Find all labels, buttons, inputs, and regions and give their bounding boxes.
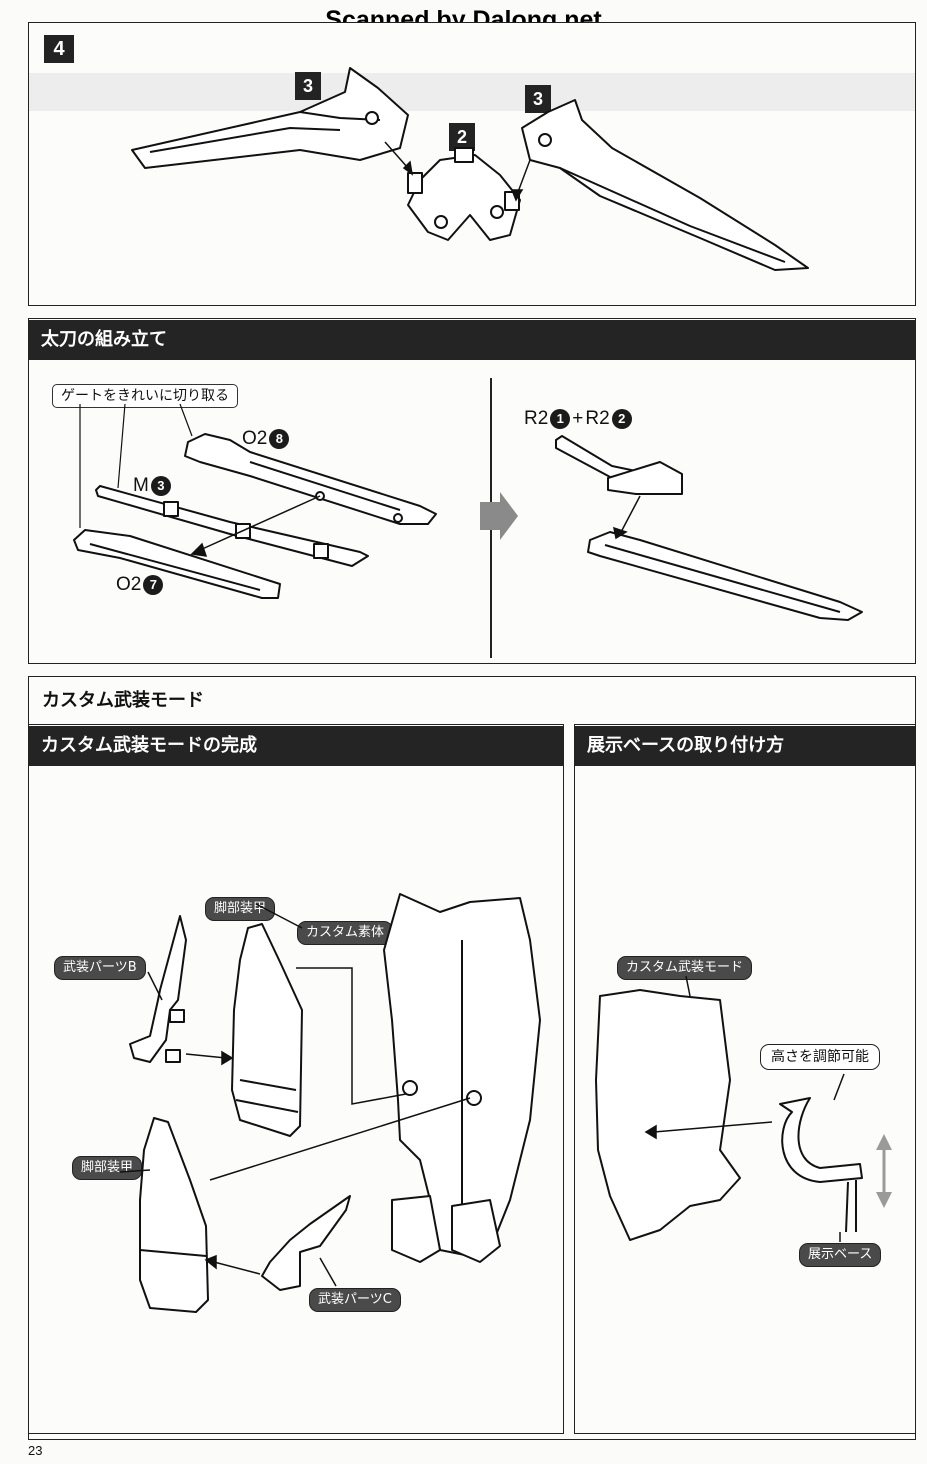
label-leg-armor-bottom: 脚部装甲	[72, 1156, 143, 1180]
part-badge-left: 3	[295, 72, 321, 100]
part-r2-num2: 2	[611, 408, 632, 429]
custom-section-title: カスタム武装モード	[42, 690, 204, 711]
flow-arrow	[480, 492, 518, 540]
height-arrow	[876, 1134, 892, 1208]
display-base-heading: 展示ベースの取り付け方	[575, 726, 915, 766]
part-o2-7-num: 7	[143, 574, 164, 595]
leg-armor-top-shape	[231, 923, 303, 1137]
label-custom-body: カスタム素体	[297, 921, 394, 945]
part-r2-plus: +	[572, 408, 584, 429]
label-leg-armor-top: 脚部装甲	[205, 897, 276, 921]
tachi-illustration	[73, 403, 863, 621]
part-badge-center: 2	[449, 123, 475, 151]
weapon-b-shape	[129, 915, 187, 1063]
leg-armor-bottom-shape	[139, 1117, 209, 1313]
part-r2-num1: 1	[550, 408, 571, 429]
weapon-c-shape	[261, 1195, 351, 1291]
part-r2-code2: R2	[585, 408, 610, 429]
part-o2-8-code: O2	[242, 428, 268, 449]
figure-shape	[595, 989, 741, 1241]
label-mode: カスタム武装モード	[617, 956, 753, 980]
step4-illustration	[131, 67, 809, 271]
label-base: 展示ベース	[799, 1243, 882, 1267]
part-r2-code1: R2	[524, 408, 549, 429]
part-badge-right: 3	[525, 85, 551, 113]
page-number: 23	[28, 1443, 43, 1458]
label-weapon-b: 武装パーツB	[54, 956, 146, 980]
ghost-band	[29, 73, 915, 111]
label-weapon-c: 武装パーツC	[309, 1288, 401, 1312]
base-arm-shape	[779, 1097, 863, 1183]
right-blade	[521, 99, 809, 271]
guard-shape	[607, 461, 683, 495]
label-height: 高さを調節可能	[760, 1044, 880, 1070]
part-m3-num: 3	[150, 475, 171, 496]
part-m3-code: M	[133, 475, 149, 496]
part-o2-7-code: O2	[116, 574, 142, 595]
gate-note: ゲートをきれいに切り取る	[52, 384, 238, 408]
tachi-panel	[28, 318, 916, 664]
tachi-heading: 太刀の組み立て	[29, 320, 915, 360]
part-o2-8-num: 8	[269, 428, 290, 449]
step-number: 4	[44, 35, 74, 63]
custom-complete-heading: カスタム武装モードの完成	[29, 726, 563, 766]
